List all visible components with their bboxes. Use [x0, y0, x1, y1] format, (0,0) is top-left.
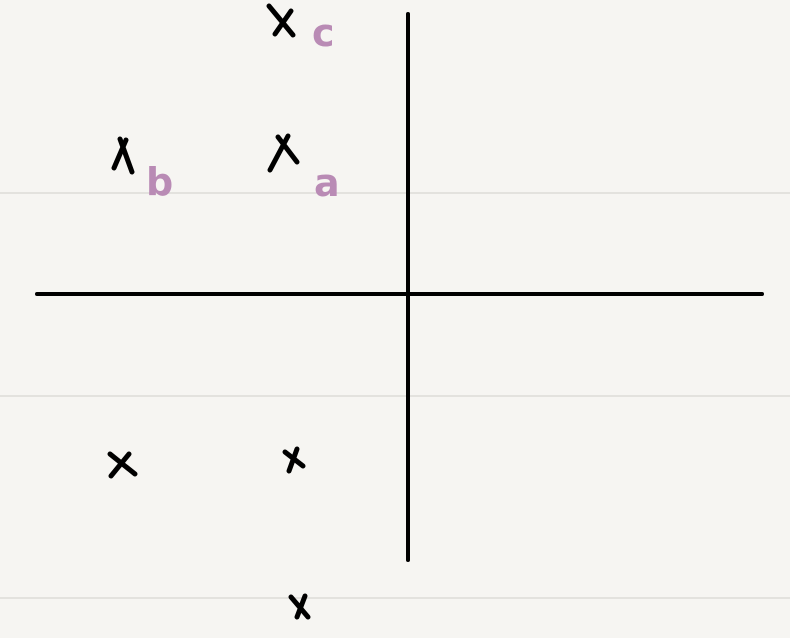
point-b-mark [111, 136, 135, 175]
point-mark-lower-left [107, 451, 138, 479]
label-b: b [146, 160, 173, 204]
point-a-mark [267, 133, 300, 173]
point-mark-bottom [288, 593, 311, 620]
label-c: c [312, 11, 335, 55]
point-mark-lower-middle [282, 446, 306, 474]
label-a: a [314, 161, 340, 205]
point-c-mark [266, 3, 296, 38]
